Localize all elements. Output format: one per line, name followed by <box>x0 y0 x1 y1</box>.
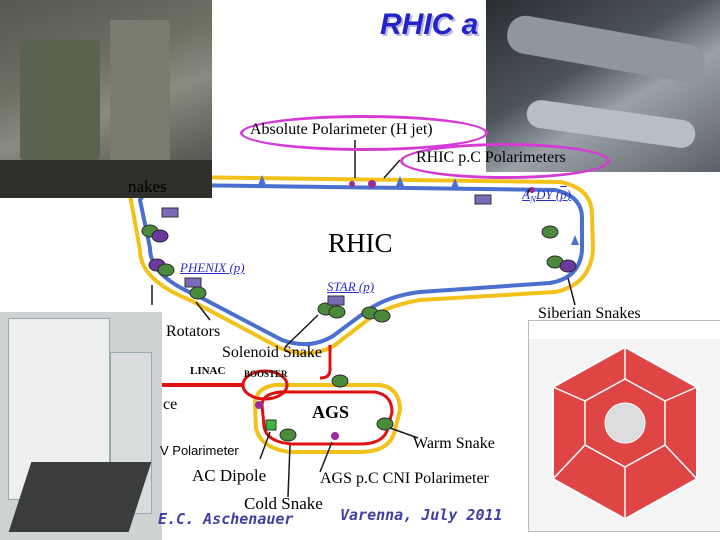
star-label: STAR (p) <box>327 279 374 295</box>
hjet-apparatus-photo <box>0 312 162 540</box>
solenoid-snake-label: Solenoid Snake <box>222 344 322 362</box>
v-polarimeter-label: V Polarimeter <box>160 443 239 458</box>
venue-footer: Varenna, July 2011 <box>340 506 503 524</box>
author-footer: E.C. Aschenauer <box>158 510 293 528</box>
hjet-label: Absolute Polarimeter (H jet) <box>250 121 433 139</box>
pc-polarimeter-label: RHIC p.C Polarimeters <box>416 149 566 167</box>
polarimeter-markers <box>255 180 535 440</box>
source-label: ce <box>163 396 177 414</box>
snake-magnet-photo <box>0 0 212 198</box>
booster-label: BOOSTER <box>244 369 288 379</box>
ac-dipole-label: AC Dipole <box>192 466 266 486</box>
ac-dipole-marker <box>266 420 276 430</box>
andy-label: ANDY (p) <box>522 187 571 205</box>
ags-cni-polarimeter-label: AGS p.C CNI Polarimeter <box>320 470 489 488</box>
linac-label: LINAC <box>190 365 225 377</box>
slide-title: RHIC a <box>380 8 478 42</box>
rotators-label: Rotators <box>166 323 220 341</box>
ags-label: AGS <box>312 402 349 423</box>
detector-hexagon-figure <box>528 320 720 532</box>
rhic-label: RHIC <box>328 228 393 259</box>
phenix-label: PHENIX (p) <box>180 260 245 276</box>
siberian-snakes-label: Siberian Snakes <box>538 305 641 323</box>
warm-snake-label: Warm Snake <box>413 435 495 453</box>
snakes-left-label: nakes <box>128 177 167 197</box>
